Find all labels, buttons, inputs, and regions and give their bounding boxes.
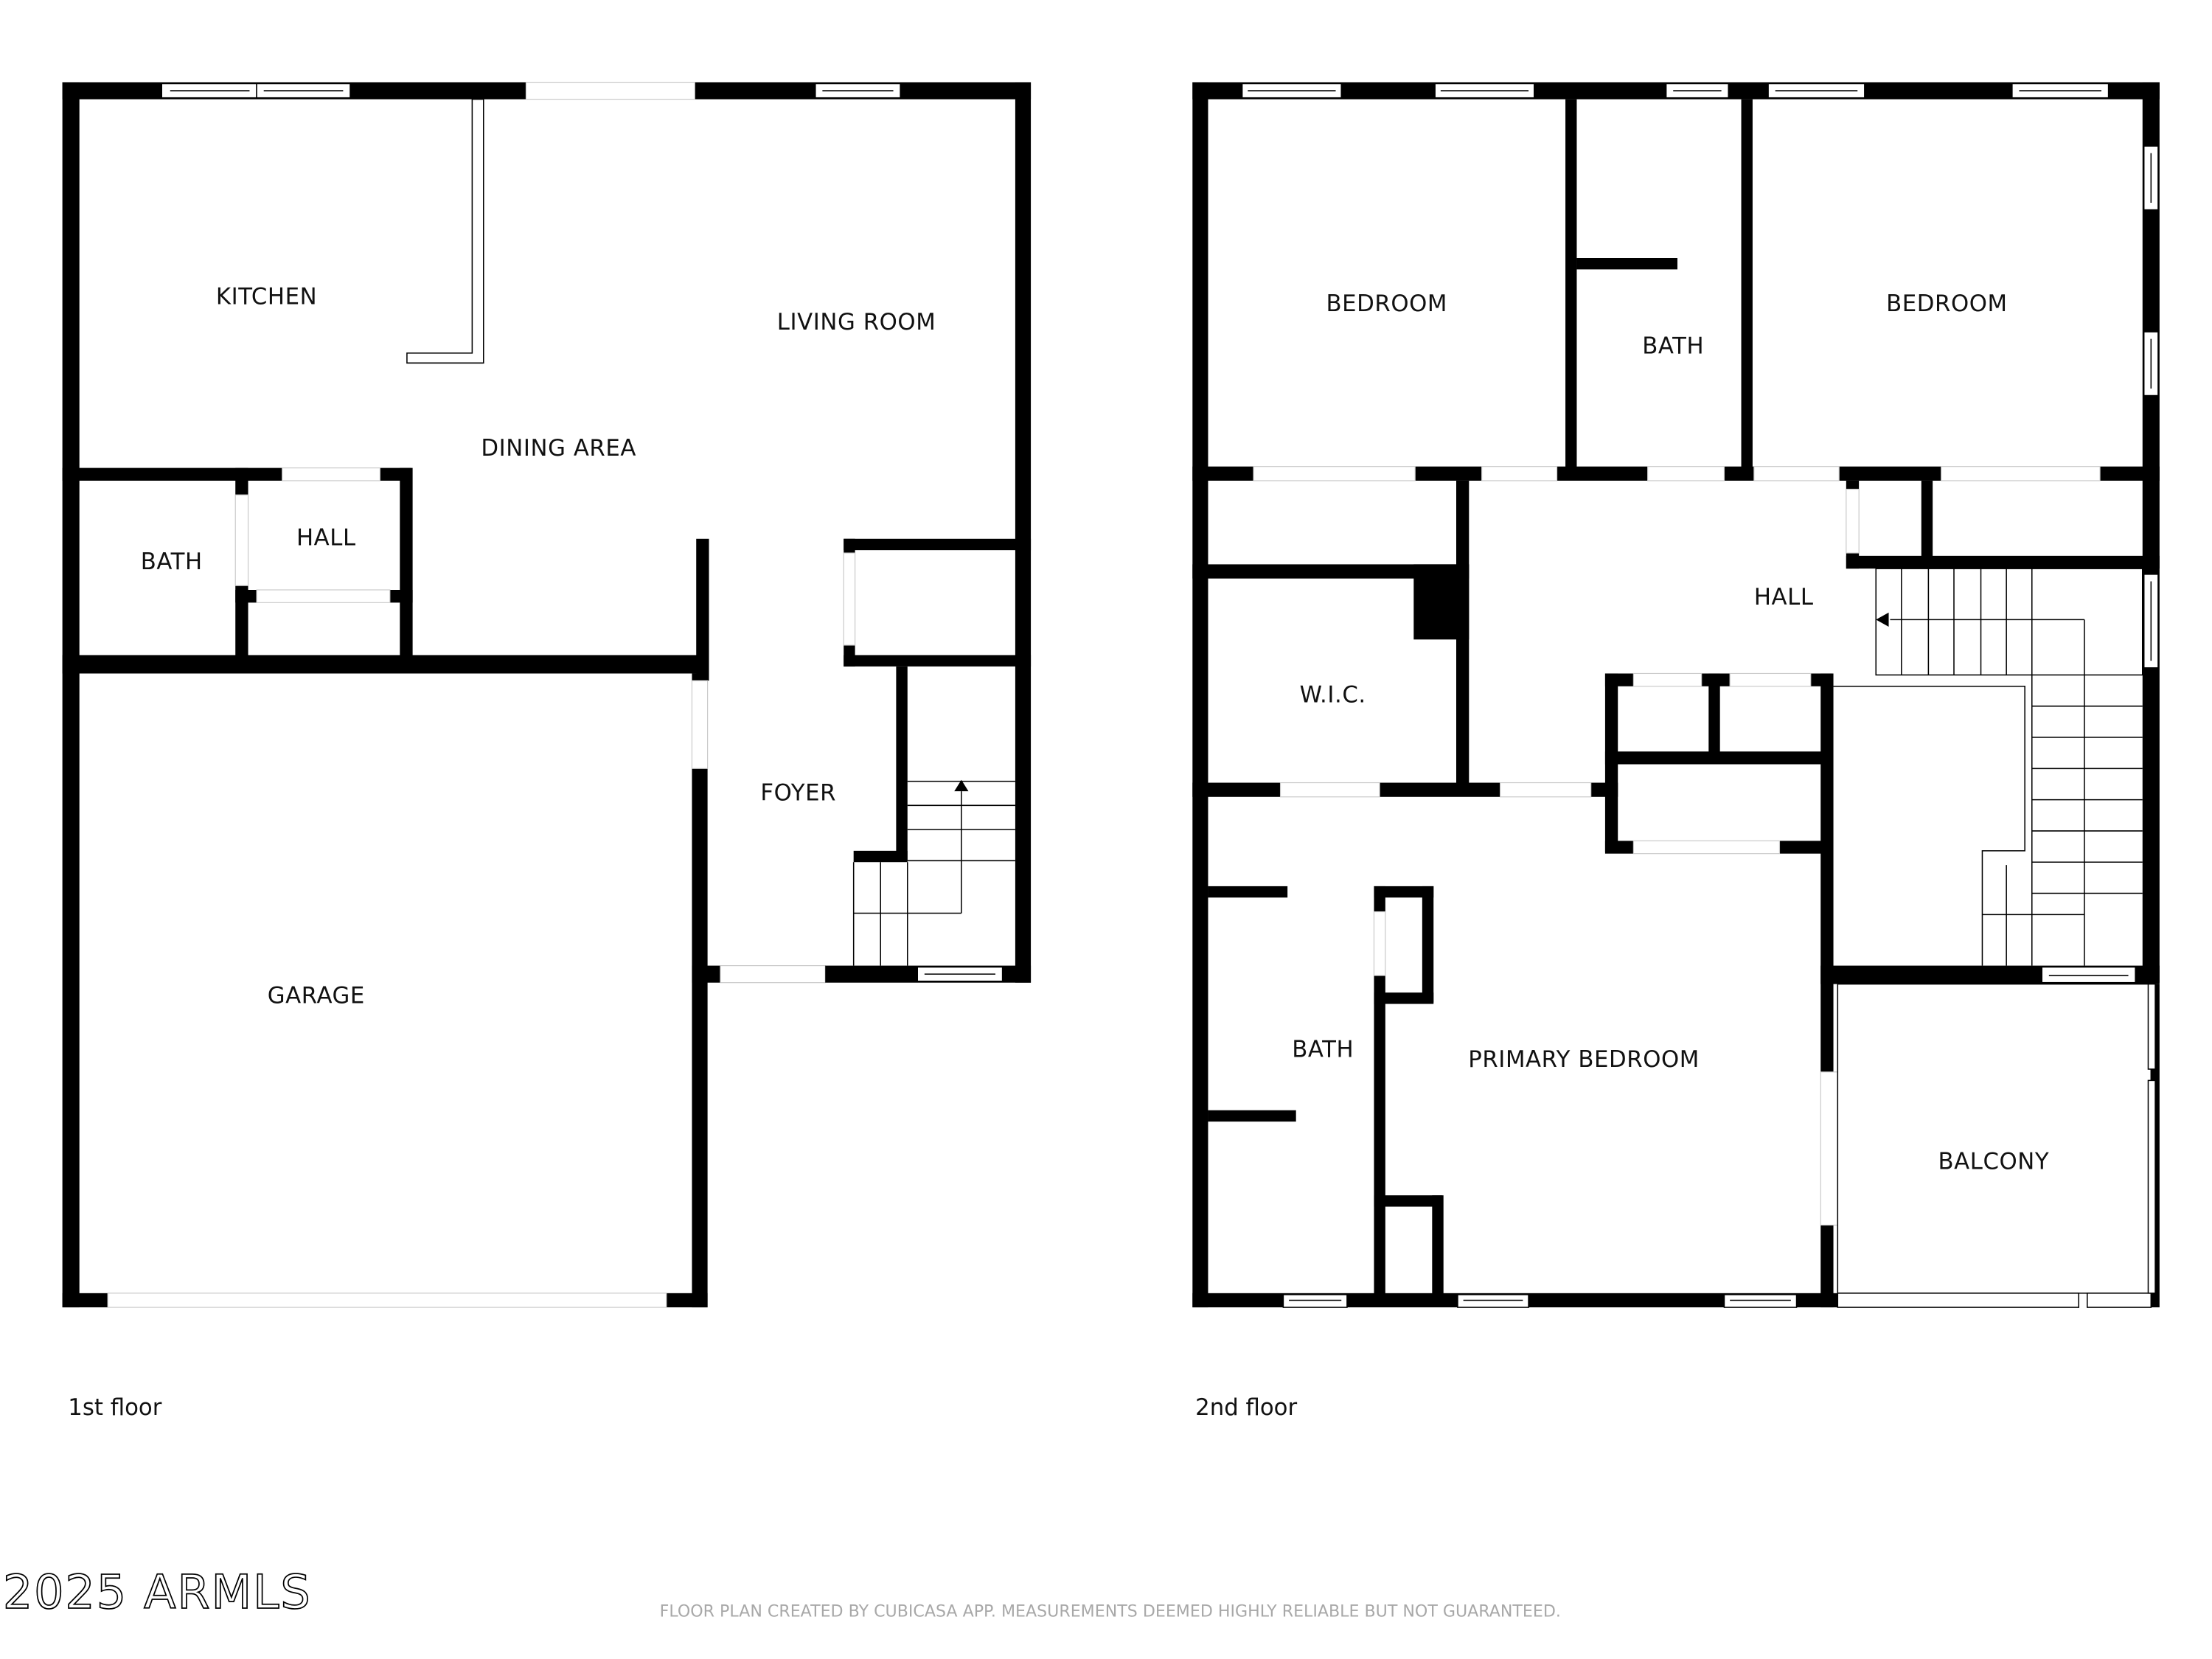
open-passage (525, 81, 695, 100)
second-floor-plan: BEDROOM BATH BEDROOM HALL W.I.C. BATH PR… (1192, 82, 2160, 1421)
room-label-living-room: LIVING ROOM (777, 309, 936, 335)
staircase (852, 779, 1015, 966)
window (161, 83, 351, 99)
room-label-primary-bedroom: PRIMARY BEDROOM (1468, 1046, 1700, 1073)
window (2143, 145, 2159, 669)
floor-label-1st: 1st floor (68, 1394, 161, 1421)
room-label-bath: BATH (141, 549, 203, 575)
room-label-wic: W.I.C. (1300, 682, 1366, 709)
window (1241, 83, 2110, 99)
room-label-garage: GARAGE (268, 982, 365, 1009)
window (815, 83, 901, 99)
room-label-hall-upper: HALL (1754, 584, 1814, 611)
arrow-left-icon (1876, 612, 1889, 627)
room-label-balcony: BALCONY (1938, 1148, 2049, 1175)
window (917, 966, 1004, 982)
room-label-bedroom-left: BEDROOM (1326, 291, 1447, 317)
arrow-up-icon (954, 779, 969, 792)
garage-door (107, 1293, 667, 1308)
room-label-dining-area: DINING AREA (481, 435, 636, 462)
disclaimer-text: FLOOR PLAN CREATED BY CUBICASA APP. MEAS… (660, 1601, 1561, 1621)
room-label-bath-upper: BATH (1642, 333, 1704, 360)
room-label-bedroom-right: BEDROOM (1886, 291, 2008, 317)
copyright-watermark: 2025 ARMLS (3, 1565, 312, 1619)
first-floor-plan: KITCHEN LIVING ROOM DINING AREA BATH HAL… (62, 81, 1032, 1421)
room-label-kitchen: KITCHEN (216, 283, 317, 310)
room-label-foyer: FOYER (760, 779, 836, 806)
front-door (720, 965, 826, 984)
room-label-primary-bath: BATH (1292, 1037, 1354, 1063)
room-label-hall: HALL (296, 524, 356, 551)
staircase (1833, 568, 2143, 966)
window (1282, 1294, 1798, 1308)
kitchen-counter (406, 98, 484, 364)
floor-label-2nd: 2nd floor (1195, 1394, 1297, 1421)
window (2041, 966, 2136, 984)
